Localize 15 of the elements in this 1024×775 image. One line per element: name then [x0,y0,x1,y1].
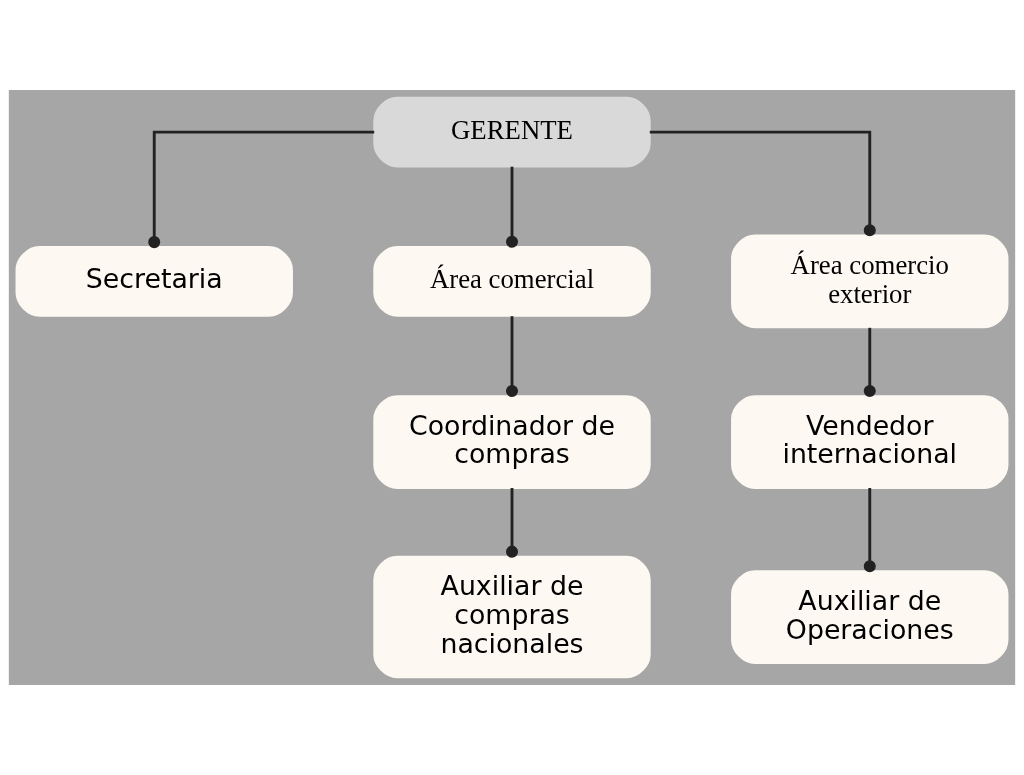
node-box: Secretaria [15,245,293,317]
node-box: GERENTE [373,96,651,168]
node-box: Área comercial [373,245,651,317]
node-box: Auxiliar de Operaciones [731,570,1009,664]
connector [505,488,519,558]
node-box: Área comercio exterior [731,234,1009,329]
connector [505,166,519,248]
connector [148,130,375,249]
connector [649,130,876,237]
node-box: Coordinador de compras [373,395,651,489]
connector [505,316,519,398]
node-box: Auxiliar de compras nacionales [373,555,651,679]
connector [863,488,876,573]
node-box: Vendedor internacional [731,395,1009,489]
connector [863,327,876,398]
